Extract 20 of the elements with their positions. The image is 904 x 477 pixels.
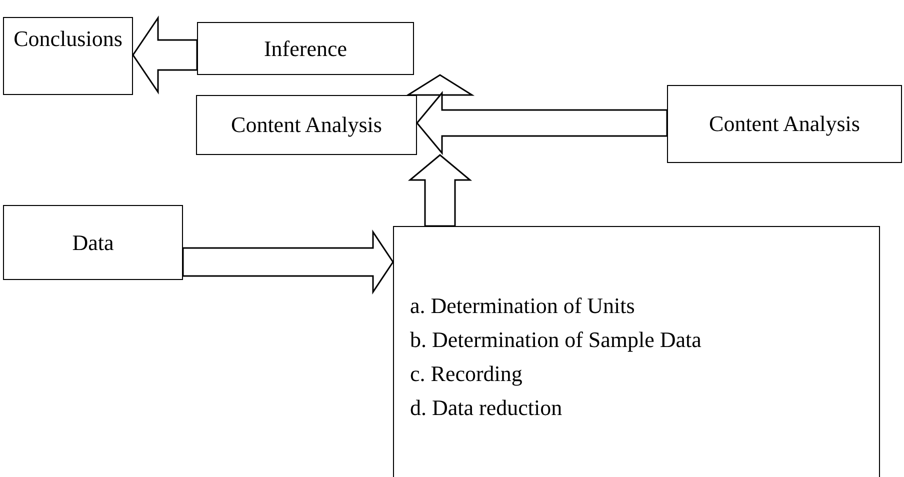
process-box (196, 95, 417, 155)
box-label: Content Analysis (709, 111, 860, 137)
block-arrow (405, 74, 475, 96)
block-arrow (416, 90, 668, 156)
process-box (393, 226, 880, 477)
process-box (197, 22, 414, 75)
list-item: a. Determination of Units (410, 292, 635, 320)
block-arrow (408, 154, 472, 227)
process-box (3, 17, 133, 95)
block-arrow (132, 16, 198, 94)
box-label: Content Analysis (231, 112, 382, 138)
block-arrow (182, 230, 394, 294)
box-label: Conclusions (14, 26, 122, 52)
list-item: b. Determination of Sample Data (410, 326, 702, 354)
box-label: Inference (264, 36, 348, 62)
process-box (667, 85, 902, 163)
process-box (3, 205, 183, 280)
box-label: Data (72, 230, 114, 256)
list-item: c. Recording (410, 360, 522, 388)
list-item: d. Data reduction (410, 394, 562, 422)
